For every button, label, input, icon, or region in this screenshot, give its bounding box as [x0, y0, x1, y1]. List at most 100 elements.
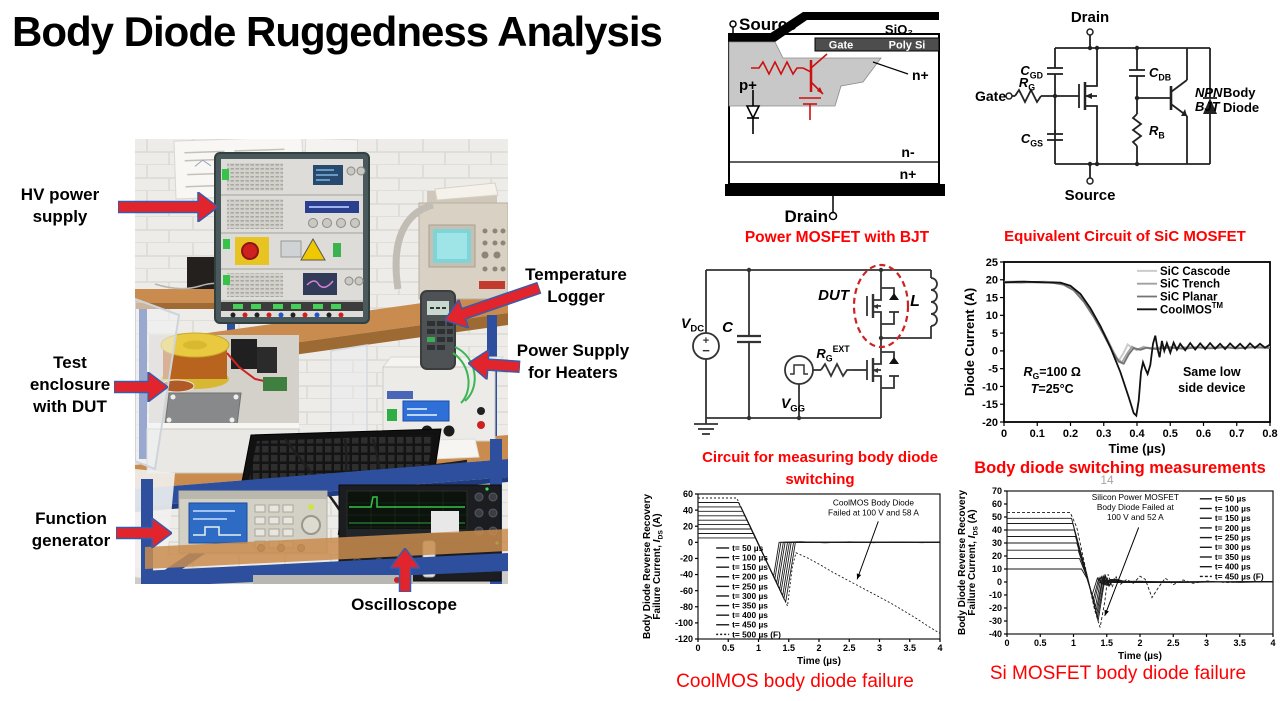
svg-text:Body Diode Failed at: Body Diode Failed at: [1097, 502, 1175, 512]
l-label: L: [910, 293, 920, 310]
arrow-heater-supply-icon: [467, 348, 521, 382]
svg-text:-120: -120: [675, 634, 693, 644]
svg-text:0: 0: [1001, 428, 1007, 440]
svg-text:15: 15: [986, 292, 998, 304]
svg-text:t= 150 µs: t= 150 µs: [732, 562, 768, 572]
test-enclosure: [135, 297, 300, 474]
ls-body-diode-glyph: [889, 357, 899, 364]
svg-text:t= 450 µs (F): t= 450 µs (F): [1215, 571, 1264, 581]
svg-text:60: 60: [992, 499, 1002, 509]
svg-text:RG=100 Ω: RG=100 Ω: [1024, 365, 1081, 381]
svg-text:3.5: 3.5: [903, 643, 916, 653]
n-plus-label: n+: [912, 67, 929, 83]
source-label: Source: [739, 15, 797, 34]
caption-chart-coolmos: CoolMOS body diode failure: [676, 671, 914, 692]
svg-text:0.5: 0.5: [1034, 638, 1047, 648]
rb-label: RB: [1149, 123, 1165, 140]
svg-text:t= 350 µs: t= 350 µs: [1215, 552, 1251, 562]
rg-label: RG: [1019, 75, 1035, 92]
svg-text:0.7: 0.7: [1229, 428, 1244, 440]
svg-text:-80: -80: [680, 602, 693, 612]
svg-text:T=25°C: T=25°C: [1031, 382, 1074, 396]
body-label: Body: [1223, 85, 1256, 100]
svg-text:4: 4: [1270, 638, 1275, 648]
svg-text:t= 150 µs: t= 150 µs: [1215, 513, 1251, 523]
svg-text:+: +: [703, 335, 709, 347]
arrow-function-generator-icon: [116, 518, 172, 548]
svg-text:Body Diode Reverse Recovery: Body Diode Reverse Recovery: [642, 494, 653, 640]
eq-drain-label: Drain: [1071, 9, 1109, 26]
arrow-temperature-logger-icon: [443, 281, 543, 330]
scope-cable: [392, 201, 435, 290]
caption-equivalent-circuit: Equivalent Circuit of SiC MOSFET: [1004, 228, 1246, 245]
bjt-emitter-arrow: [1181, 109, 1187, 116]
svg-text:1: 1: [756, 643, 761, 653]
svg-text:CoolMOS Body Diode: CoolMOS Body Diode: [833, 497, 915, 507]
svg-text:30: 30: [992, 538, 1002, 548]
arrow-hv-power-supply-icon: [118, 192, 218, 222]
sio2-label: SiO₂: [885, 22, 913, 37]
svg-text:70: 70: [992, 486, 1002, 496]
arrow-oscilloscope-icon: [390, 548, 420, 592]
svg-text:-20: -20: [982, 417, 998, 429]
svg-text:0.5: 0.5: [1163, 428, 1178, 440]
svg-text:-30: -30: [989, 616, 1002, 626]
caption-mosfet-cross-section: Power MOSFET with BJT: [744, 229, 930, 246]
svg-text:-10: -10: [989, 590, 1002, 600]
svg-text:0.2: 0.2: [1063, 428, 1078, 440]
svg-text:-15: -15: [982, 399, 998, 411]
svg-text:t= 50 µs: t= 50 µs: [1215, 494, 1246, 504]
psu-power-button: [387, 409, 397, 421]
thermocouple-wires: [452, 346, 476, 404]
c-label: C: [722, 319, 734, 336]
svg-text:0.6: 0.6: [1196, 428, 1211, 440]
svg-text:Failed at 100 V and 58 A: Failed at 100 V and 58 A: [828, 507, 919, 517]
svg-text:Time (µs): Time (µs): [1108, 441, 1165, 456]
svg-text:t= 300 µs: t= 300 µs: [732, 591, 768, 601]
equivalent-circuit-diagram: Drain Source Gate CGD RG CGS CDB RB NPN …: [975, 9, 1259, 204]
svg-text:-60: -60: [680, 586, 693, 596]
dut-label: DUT: [818, 287, 851, 304]
lab-photo: [135, 139, 508, 584]
svg-text:2.5: 2.5: [843, 643, 856, 653]
poly-si-label: Poly Si: [889, 40, 926, 52]
svg-text:side device: side device: [1178, 381, 1245, 395]
temperature-logger-device: [420, 290, 476, 404]
svg-text:SiC Cascode: SiC Cascode: [1160, 266, 1230, 278]
svg-text:2: 2: [816, 643, 821, 653]
npn-label: NPN: [1195, 85, 1223, 100]
svg-text:60: 60: [683, 489, 693, 499]
svg-text:1.5: 1.5: [1100, 638, 1113, 648]
svg-text:t= 250 µs: t= 250 µs: [732, 581, 768, 591]
fg-knob: [301, 515, 321, 535]
svg-text:t= 100 µs: t= 100 µs: [1215, 503, 1251, 513]
svg-text:1: 1: [1071, 638, 1076, 648]
svg-text:-40: -40: [680, 570, 693, 580]
svg-text:2: 2: [1137, 638, 1142, 648]
svg-text:25: 25: [986, 257, 998, 269]
svg-text:0.5: 0.5: [722, 643, 735, 653]
arrow-test-enclosure-icon: [114, 372, 168, 402]
svg-text:CoolMOSTM: CoolMOSTM: [1160, 301, 1223, 316]
svg-text:t= 450 µs: t= 450 µs: [732, 620, 768, 630]
rgext-label: RGEXT: [816, 344, 850, 363]
svg-text:-40: -40: [989, 629, 1002, 639]
svg-text:0.4: 0.4: [1129, 428, 1145, 440]
svg-text:3.5: 3.5: [1233, 638, 1246, 648]
dut-body-diode-glyph: [889, 293, 899, 300]
cgs-label: CGS: [1021, 131, 1043, 148]
svg-text:-5: -5: [988, 364, 998, 376]
svg-text:t= 200 µs: t= 200 µs: [732, 572, 768, 582]
hv-power-supply-unit: [214, 152, 370, 324]
page-title: Body Diode Ruggedness Analysis: [12, 8, 663, 55]
svg-text:100 V and 52 A: 100 V and 52 A: [1107, 512, 1164, 522]
svg-text:−: −: [702, 343, 710, 358]
n-minus-label: n-: [901, 144, 915, 160]
svg-text:10: 10: [986, 310, 998, 322]
svg-text:4: 4: [937, 643, 942, 653]
psu-lcd: [402, 400, 450, 422]
eq-gate-label: Gate: [975, 88, 1006, 104]
